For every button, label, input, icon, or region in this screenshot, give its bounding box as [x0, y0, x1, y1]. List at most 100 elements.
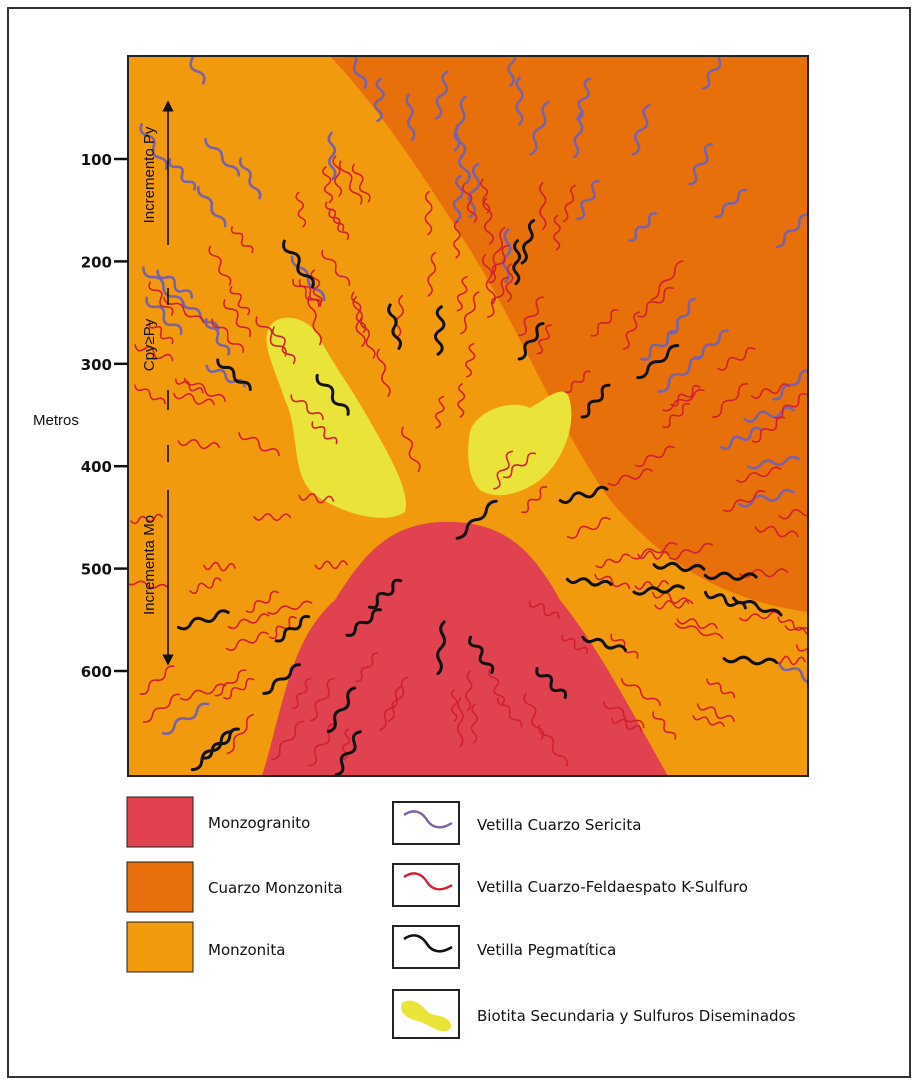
- vein-feldespato: [223, 677, 255, 700]
- vein-feldespato: [488, 244, 510, 284]
- cuarzo-monzonita-swatch: [126, 861, 194, 913]
- vein-feldespato: [214, 669, 247, 697]
- vein-feldespato: [130, 513, 164, 525]
- legend-label-vetilla-sericita: Vetilla Cuarzo Sericita: [477, 816, 641, 834]
- vein-sericita: [453, 127, 471, 185]
- vein-feldespato: [739, 611, 780, 622]
- vein-feldespato: [739, 568, 789, 579]
- vein-sericita: [204, 317, 231, 356]
- vein-feldespato: [528, 600, 560, 619]
- vein-feldespato: [360, 317, 376, 359]
- vein-feldespato: [674, 622, 724, 639]
- vein-feldespato: [461, 182, 478, 223]
- axis-tick-label: 600: [81, 663, 112, 681]
- vein-feldespato: [226, 713, 254, 755]
- vetilla-pegmatitica-icon: [403, 934, 453, 953]
- vein-feldespato: [450, 689, 458, 723]
- vein-network: [128, 56, 808, 776]
- vein-sericita: [204, 137, 241, 177]
- zone-label-cpy-py: Cpy≥Py: [141, 318, 158, 371]
- vein-feldespato: [487, 668, 506, 705]
- vein-pegmatitica: [315, 373, 350, 416]
- vein-feldespato: [652, 711, 677, 740]
- vein-feldespato: [173, 392, 215, 406]
- vein-sericita: [161, 702, 210, 735]
- vein-sericita: [168, 158, 197, 191]
- vein-pegmatitica: [652, 561, 706, 572]
- vein-feldespato: [487, 276, 509, 318]
- legend-label-monzogranito: Monzogranito: [208, 814, 310, 832]
- vein-sericita: [327, 131, 337, 181]
- vein-feldespato: [321, 166, 334, 204]
- vein-feldespato: [379, 685, 403, 731]
- vein-feldespato: [223, 299, 252, 338]
- vein-feldespato: [470, 703, 478, 744]
- vein-feldespato: [497, 697, 523, 728]
- vein-feldespato: [697, 703, 735, 723]
- vein-feldespato: [480, 178, 491, 214]
- vein-feldespato: [148, 321, 174, 345]
- vein-sericita: [576, 179, 600, 221]
- vein-sericita: [772, 369, 808, 401]
- vein-pegmatitica: [282, 239, 315, 289]
- vein-feldespato: [355, 652, 379, 683]
- vein-pegmatitica: [436, 620, 447, 676]
- vein-feldespato: [460, 291, 480, 335]
- vein-feldespato: [736, 466, 782, 483]
- vein-feldespato: [163, 296, 205, 324]
- cross-section-map: [128, 56, 808, 776]
- legend-item-vetilla-sericita: Vetilla Cuarzo Sericita: [392, 801, 641, 845]
- vein-feldespato: [623, 311, 640, 350]
- legend-label-vetilla-feldespato: Vetilla Cuarzo-Feldaespato K-Sulfuro: [477, 878, 748, 896]
- vein-feldespato: [465, 342, 476, 378]
- vein-feldespato: [505, 263, 514, 303]
- vein-pegmatitica: [455, 499, 498, 540]
- vein-feldespato: [662, 402, 690, 429]
- vein-feldespato: [607, 468, 653, 487]
- vein-feldespato: [328, 209, 350, 240]
- vein-feldespato: [308, 722, 336, 767]
- vein-feldespato: [751, 383, 790, 399]
- vein-feldespato: [307, 295, 322, 346]
- figure-frame: [7, 7, 911, 1078]
- legend-item-vetilla-feldespato: Vetilla Cuarzo-Feldaespato K-Sulfuro: [392, 863, 748, 907]
- vein-feldespato: [482, 253, 496, 305]
- vein-feldespato: [456, 697, 464, 748]
- legend-item-vetilla-pegmatitica: Vetilla Pegmatítica: [392, 925, 616, 969]
- vein-sericita: [290, 255, 326, 302]
- vein-feldespato: [795, 644, 808, 652]
- biotita-icon: [401, 1000, 452, 1032]
- vein-feldespato: [539, 181, 547, 230]
- cuarzo-monzonita-zone: [330, 56, 808, 612]
- vein-pegmatitica: [468, 635, 495, 674]
- vein-feldespato: [712, 382, 748, 418]
- vein-sericita: [156, 269, 193, 299]
- vein-feldespato: [670, 384, 701, 407]
- vein-pegmatitica: [580, 383, 611, 419]
- legend-item-monzogranito: Monzogranito: [126, 796, 310, 848]
- vein-feldespato: [610, 717, 642, 732]
- vein-feldespato: [227, 613, 270, 630]
- vein-pegmatitica: [433, 305, 446, 356]
- vein-feldespato: [427, 251, 437, 297]
- monzogranito-zone: [262, 521, 668, 776]
- vein-feldespato: [620, 677, 661, 707]
- vein-feldespato: [692, 715, 725, 727]
- vein-sericita: [743, 406, 795, 423]
- vein-feldespato: [538, 724, 568, 767]
- vetilla-sericita-box: [392, 801, 460, 845]
- vein-feldespato: [536, 324, 552, 355]
- vein-pegmatitica: [732, 596, 783, 617]
- vein-feldespato: [594, 573, 631, 590]
- vetilla-pegmatitica-box: [392, 925, 460, 969]
- vein-sericita: [720, 426, 762, 450]
- monzonita-swatch: [126, 921, 194, 973]
- zone-label-incrementa-mo: Incrementa Mo: [141, 515, 158, 615]
- legend-label-cuarzo-monzonita: Cuarzo Monzonita: [208, 879, 343, 897]
- vein-sericita: [405, 93, 416, 142]
- vein-feldespato: [751, 416, 786, 443]
- vein-sericita: [507, 56, 517, 87]
- vein-feldespato: [654, 599, 694, 610]
- biotita-patch-left: [266, 317, 406, 518]
